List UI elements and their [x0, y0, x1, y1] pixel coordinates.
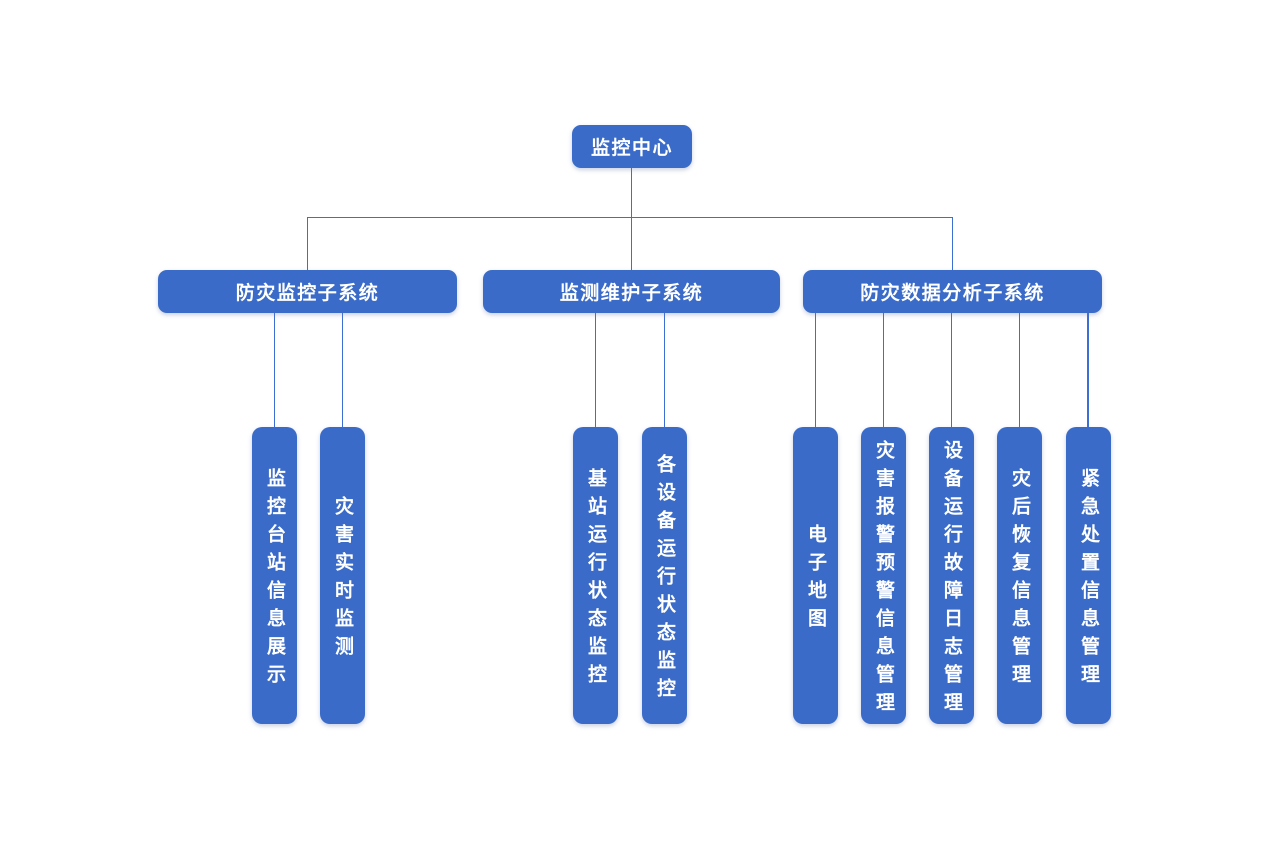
node-leaf-fault-log-mgmt: 设备运行故障日志管理 [929, 427, 974, 724]
node-leaf-emergency-disposal-info-mgmt: 紧急处置信息管理 [1066, 427, 1111, 724]
connector-leaf-drop [663, 313, 666, 427]
connector-leaf-drop [594, 313, 597, 427]
node-leaf-label: 监控台站信息展示 [264, 468, 285, 692]
node-root-label: 监控中心 [590, 138, 673, 159]
node-leaf-equipment-status-monitoring: 各设备运行状态监控 [642, 427, 687, 724]
node-root: 监控中心 [572, 125, 692, 168]
node-leaf-label: 各设备运行状态监控 [654, 454, 675, 706]
node-leaf-label: 设备运行故障日志管理 [941, 440, 962, 720]
node-leaf-basestation-status-monitoring: 基站运行状态监控 [573, 427, 618, 724]
node-branch-monitoring-maintenance: 监测维护子系统 [483, 270, 780, 313]
connector-branch2-drop [630, 216, 632, 271]
connector-leaf-drop [273, 313, 276, 427]
node-leaf-alarm-warning-info-mgmt: 灾害报警预警信息管理 [861, 427, 906, 724]
node-leaf-label: 紧急处置信息管理 [1078, 468, 1099, 692]
node-leaf-label: 电子地图 [805, 524, 826, 636]
node-leaf-station-info-display: 监控台站信息展示 [252, 427, 297, 724]
node-leaf-label: 灾害报警预警信息管理 [873, 440, 894, 720]
connector-branch3-drop [951, 216, 954, 271]
connector-leaf-drop [1018, 313, 1021, 427]
node-leaf-electronic-map: 电子地图 [793, 427, 838, 724]
node-leaf-realtime-disaster-monitoring: 灾害实时监测 [320, 427, 365, 724]
connector-root-down [630, 168, 632, 218]
connector-leaf-drop [950, 313, 953, 427]
node-branch-label: 防灾数据分析子系统 [860, 283, 1045, 304]
node-leaf-label: 灾后恢复信息管理 [1009, 468, 1030, 692]
node-leaf-recovery-info-mgmt: 灾后恢复信息管理 [997, 427, 1042, 724]
connector-branch1-drop [306, 216, 309, 271]
node-leaf-label: 基站运行状态监控 [585, 468, 606, 692]
connector-leaf-drop [1087, 313, 1089, 427]
connector-leaf-drop [814, 313, 817, 427]
connector-horizontal [307, 216, 953, 218]
connector-leaf-drop [341, 313, 344, 427]
node-branch-disaster-monitoring: 防灾监控子系统 [158, 270, 457, 313]
node-branch-label: 防灾监控子系统 [235, 283, 380, 304]
node-branch-data-analysis: 防灾数据分析子系统 [803, 270, 1102, 313]
connector-leaf-drop [882, 313, 885, 427]
node-leaf-label: 灾害实时监测 [332, 496, 353, 664]
node-branch-label: 监测维护子系统 [559, 283, 704, 304]
